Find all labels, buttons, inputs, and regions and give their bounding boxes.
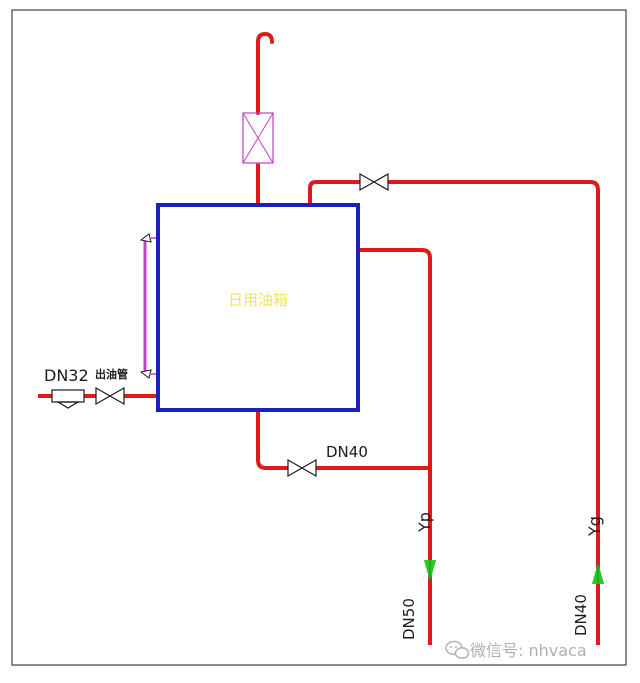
tank-label: 日用油箱: [228, 291, 288, 309]
side-pipe: [358, 248, 432, 645]
vent-fire-arrestor: [242, 112, 274, 164]
watermark-text: 微信号: nhvaca: [470, 641, 587, 660]
wechat-icon: [445, 640, 470, 659]
vent-pipe: [256, 31, 274, 207]
outlet-gate-valve: [95, 386, 125, 406]
level-gauge: [139, 233, 158, 379]
supply-line-label: Yg: [585, 516, 604, 537]
return-line-label: Yp: [415, 512, 434, 533]
top-return-pipe: [308, 180, 600, 645]
flow-arrow-supply: [592, 562, 604, 584]
outlet-pipe-label: 出油管: [95, 367, 128, 381]
return-size-label: DN50: [400, 598, 418, 640]
bottom-drain-pipe: [256, 412, 430, 470]
overflow-size-label: DN40: [326, 443, 368, 461]
drawing-frame: [11, 9, 627, 666]
outlet-size-label: DN32: [44, 366, 89, 385]
flow-arrow-return: [424, 560, 436, 582]
top-gate-valve: [359, 172, 389, 192]
supply-size-label: DN40: [572, 594, 590, 636]
bottom-gate-valve: [287, 458, 317, 478]
day-tank: [156, 203, 360, 412]
outlet-strainer: [51, 389, 85, 409]
